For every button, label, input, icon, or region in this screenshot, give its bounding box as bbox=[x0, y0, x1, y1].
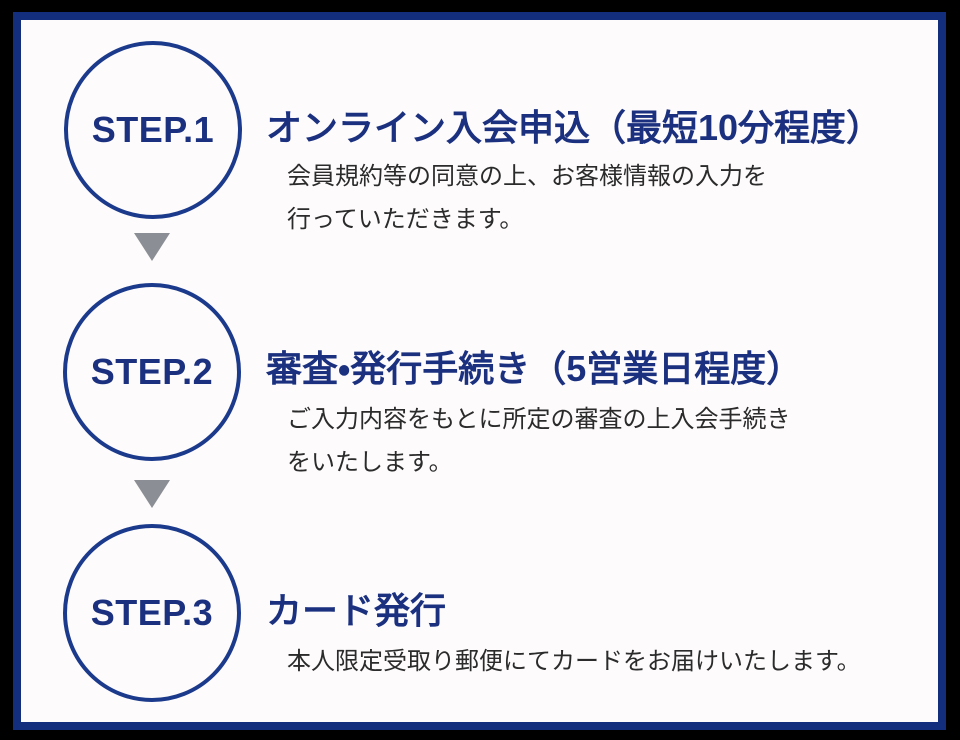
step3-description-line1: 本人限定受取り郵便にてカードをお届けいたします。 bbox=[287, 648, 861, 675]
step3-description: 本人限定受取り郵便にてカードをお届けいたします。 bbox=[287, 640, 861, 683]
step2-badge-label: STEP.2 bbox=[90, 351, 214, 392]
step2-description: ご入力内容をもとに所定の審査の上入会手続き をいたします。 bbox=[287, 398, 791, 484]
step1-badge-label: STEP.1 bbox=[91, 109, 215, 150]
step3-badge-circle: STEP.3 bbox=[63, 524, 241, 702]
step1-description: 会員規約等の同意の上、お客様情報の入力を 行っていただきます。 bbox=[287, 155, 767, 241]
step2-description-line1: ご入力内容をもとに所定の審査の上入会手続き bbox=[287, 406, 791, 433]
step1-description-line2: 行っていただきます。 bbox=[287, 206, 524, 233]
down-triangle-icon bbox=[134, 480, 170, 508]
step1-description-line1: 会員規約等の同意の上、お客様情報の入力を bbox=[287, 163, 767, 190]
step2-title: 審査・発行手続き（5営業日程度） bbox=[266, 348, 803, 389]
step2-description-line2: をいたします。 bbox=[287, 449, 453, 476]
step1-title: オンライン入会申込（最短10分程度） bbox=[266, 107, 883, 148]
step3-badge-label: STEP.3 bbox=[90, 592, 214, 633]
down-triangle-icon bbox=[134, 233, 170, 261]
step1-badge-circle: STEP.1 bbox=[64, 41, 242, 219]
step3-title: カード発行 bbox=[266, 590, 447, 631]
step2-badge-circle: STEP.2 bbox=[63, 283, 241, 461]
